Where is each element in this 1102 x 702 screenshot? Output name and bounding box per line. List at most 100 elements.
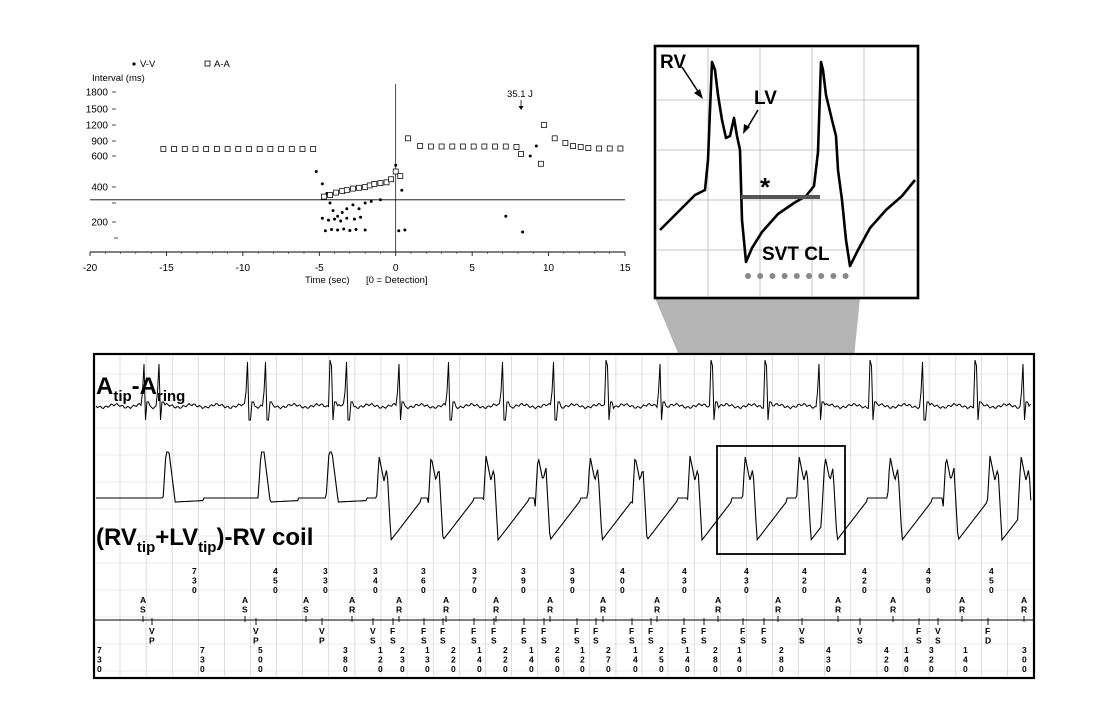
aa-point — [224, 146, 231, 152]
vv-point — [397, 229, 401, 233]
aa-point — [562, 140, 569, 146]
aa-point — [288, 146, 295, 152]
svt-cl-dot — [806, 273, 812, 279]
aa-point — [256, 146, 263, 152]
x-axis-label: Time (sec) — [305, 275, 350, 286]
vv-point — [340, 211, 344, 214]
ecg-panel-border — [92, 352, 1036, 680]
vv-point — [320, 216, 324, 220]
svt-cl-dot — [793, 273, 800, 279]
shock-annotation-arrowhead — [518, 106, 524, 110]
inset-egm-trace — [659, 60, 917, 268]
aa-point — [388, 176, 395, 183]
x-tick-label: -15 — [159, 263, 174, 274]
y-tick-label: 1800 — [86, 88, 109, 99]
vv-point — [521, 230, 525, 234]
vv-point — [394, 163, 398, 167]
vv-point — [528, 154, 532, 158]
aa-point — [320, 193, 327, 200]
vv-point — [357, 207, 361, 211]
svt-cl-dot — [769, 273, 776, 279]
aa-point — [397, 173, 404, 180]
vv-point — [378, 198, 382, 202]
aa-point — [513, 144, 520, 150]
ecg-zoom-box — [716, 445, 846, 555]
vv-point — [352, 217, 356, 221]
aa-point — [171, 146, 177, 152]
y-axis-label: Interval (ms) — [92, 73, 145, 84]
lv-label: LV — [754, 88, 777, 109]
legend: V-V A-A — [132, 59, 231, 70]
aa-point — [327, 192, 333, 198]
vv-point — [333, 217, 337, 221]
ventricular-egm-trace — [96, 451, 1032, 542]
atrial-egm-trace — [95, 359, 1031, 421]
vv-point — [363, 201, 367, 205]
aa-point — [417, 143, 424, 149]
aa-point — [333, 189, 339, 196]
aa-point — [551, 135, 558, 142]
vv-point — [345, 216, 349, 220]
aa-point — [310, 146, 317, 152]
aa-point — [371, 181, 378, 187]
vv-point — [328, 201, 332, 205]
aa-point — [160, 146, 167, 152]
x-axis-note: [0 = Detection] — [366, 275, 428, 286]
vv-point — [359, 215, 363, 219]
aa-point — [470, 143, 477, 150]
legend-aa-label: A-A — [214, 59, 231, 70]
vv-point — [330, 228, 334, 231]
legend-vv-marker — [132, 62, 136, 66]
atrial-channel-label: Atip-Aring — [96, 373, 185, 405]
svt-cl-dot — [818, 273, 825, 279]
aa-point — [267, 146, 274, 152]
y-tick-label: 1200 — [86, 121, 109, 132]
aa-point — [518, 151, 524, 157]
svt-cl-dot — [781, 273, 788, 279]
aa-point — [278, 146, 284, 152]
lv-arrowhead — [743, 124, 750, 134]
vv-point — [339, 219, 343, 223]
